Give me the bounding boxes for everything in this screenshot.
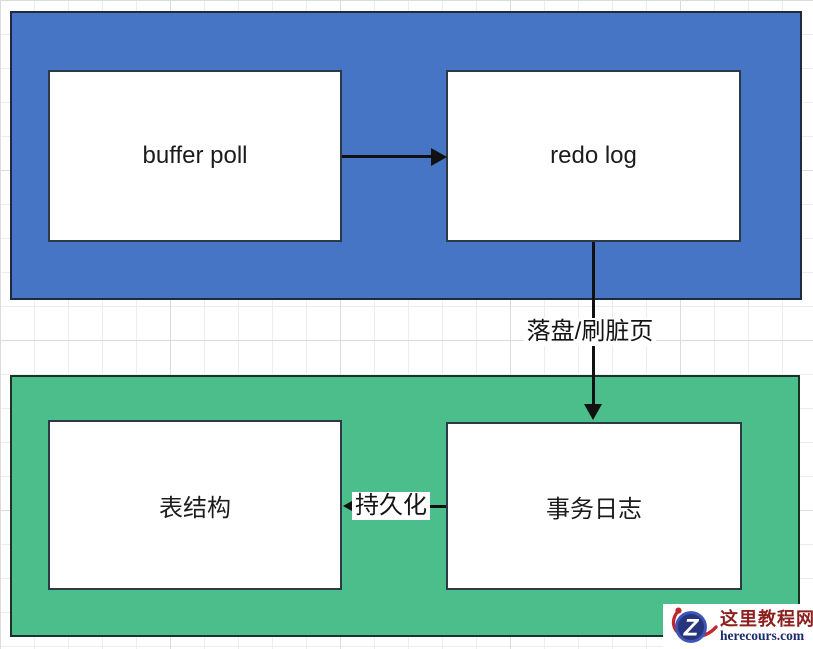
transaction-log-label: 事务日志 [546,495,642,523]
arrow-buffer-to-redo-line [342,155,432,158]
arrow-buffer-to-redo-head [431,148,447,166]
buffer-pool-node: buffer poll [48,70,342,242]
watermark: Z 这里教程网 herecours.com [663,604,813,649]
table-structure-node: 表结构 [48,420,342,590]
logo-letter: Z [683,614,700,641]
site-name: 这里教程网 [720,608,813,629]
flush-edge-label: 落盘/刷脏页 [523,318,657,346]
table-structure-label: 表结构 [159,494,231,522]
site-domain: herecours.com [720,627,805,643]
redo-log-label: redo log [550,142,637,169]
watermark-text: 这里教程网 herecours.com [720,610,813,643]
site-logo-icon: Z [671,607,718,643]
redo-log-node: redo log [446,70,741,242]
arrow-redo-to-translog-head [584,404,602,420]
transaction-log-node: 事务日志 [446,422,742,590]
persist-edge-label: 持久化 [352,492,430,520]
buffer-pool-label: buffer poll [142,142,248,169]
